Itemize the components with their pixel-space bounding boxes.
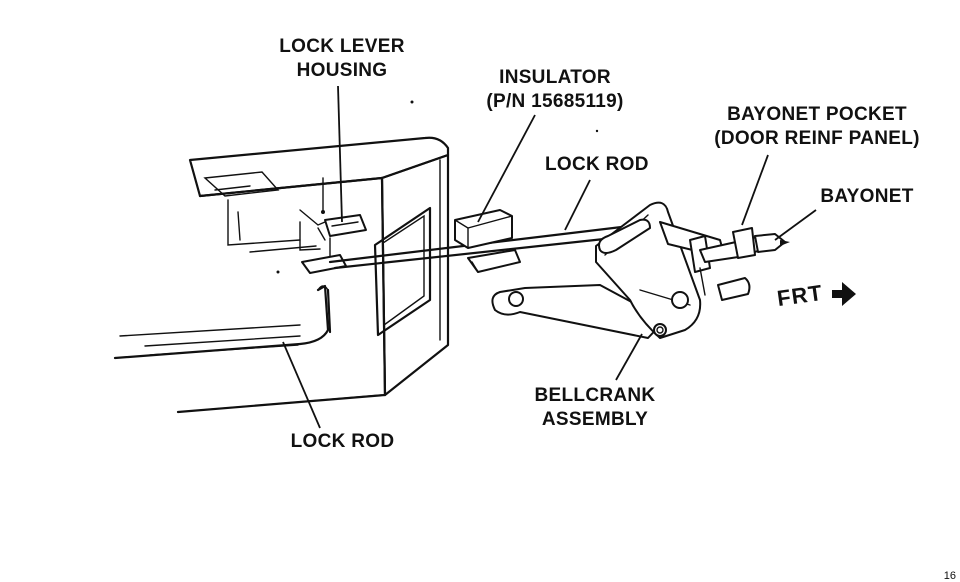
bayonet-pocket-line2: (DOOR REINF PANEL) <box>714 128 920 149</box>
insulator-part-number: (P/N 15685119) <box>486 91 624 112</box>
lock-rod-upper-label: LOCK ROD <box>545 154 649 175</box>
insulator-line1: INSULATOR <box>499 67 611 88</box>
insulator-block <box>454 209 521 273</box>
lock-lever-housing-label: LOCK LEVER HOUSING <box>262 35 422 83</box>
bayonet-label: BAYONET <box>820 186 914 207</box>
lock-rod-lower-label: LOCK ROD <box>290 431 395 452</box>
bellcrank-line1: BELLCRANK <box>534 385 656 406</box>
bayonet-pocket-label: BAYONET POCKET (DOOR REINF PANEL) <box>702 103 932 151</box>
frt-arrow <box>832 282 856 306</box>
lock-lever-housing <box>299 177 367 266</box>
page-number: 16 <box>943 570 956 582</box>
bayonet-pocket-line1: BAYONET POCKET <box>727 104 907 125</box>
bellcrank-line2: ASSEMBLY <box>541 409 649 430</box>
bellcrank-assembly <box>491 201 751 339</box>
insulator-label: INSULATOR (P/N 15685119) <box>460 66 650 114</box>
door-body <box>119 100 599 414</box>
lock-lever-housing-line1: LOCK LEVER <box>279 36 405 57</box>
leader-lines <box>282 85 817 429</box>
lock-rod-lower <box>113 254 347 360</box>
bellcrank-assembly-label: BELLCRANK ASSEMBLY <box>520 384 670 432</box>
lock-lever-housing-line2: HOUSING <box>296 60 388 81</box>
